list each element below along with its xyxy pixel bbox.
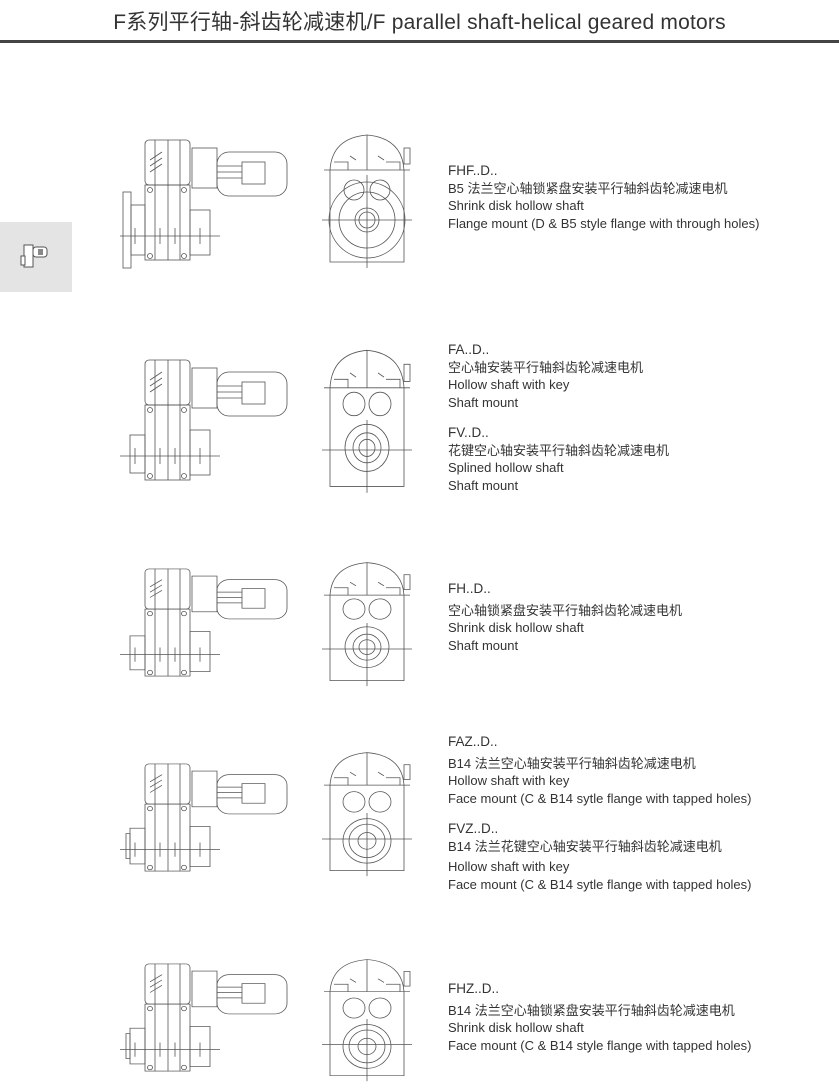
front-view-drawing-fa <box>322 349 412 493</box>
section-tab[interactable] <box>0 222 72 292</box>
model-code: FA..D.. <box>448 342 490 357</box>
model-code: FHZ..D.. <box>448 981 499 996</box>
header-divider <box>0 40 839 43</box>
description-fhz: FHZ..D.. B14 法兰空心轴锁紧盘安装平行轴斜齿轮减速电机 Shrink… <box>448 980 752 1054</box>
front-view-drawing-fhf <box>322 134 412 268</box>
shaft-type: Splined hollow shaft <box>448 460 564 475</box>
shaft-type: Hollow shaft with key <box>448 377 570 392</box>
chinese-description: 花键空心轴安装平行轴斜齿轮减速电机 <box>448 442 670 458</box>
shaft-type: Shrink disk hollow shaft <box>448 620 584 635</box>
shaft-type: Shrink disk hollow shaft <box>448 1020 584 1035</box>
mount-type: Face mount (C & B14 sytle flange with ta… <box>448 790 752 806</box>
chinese-description: B14 法兰花键空心轴安装平行轴斜齿轮减速电机 <box>448 838 722 854</box>
shaft-type: Hollow shaft with key <box>448 859 570 874</box>
mount-type: Face mount (C & B14 sytle flange with ta… <box>448 876 752 892</box>
mount-type: Face mount (C & B14 style flange with ta… <box>448 1037 752 1053</box>
mount-type: Shaft mount <box>448 477 519 493</box>
chinese-description: B14 法兰空心轴锁紧盘安装平行轴斜齿轮减速电机 <box>448 1002 735 1018</box>
model-code: FVZ..D.. <box>448 821 499 836</box>
side-view-drawing-fa <box>120 359 288 481</box>
side-view-drawing-fhz <box>120 963 288 1072</box>
side-view-drawing-fhf <box>120 139 288 269</box>
description-fh: FH..D.. 空心轴锁紧盘安装平行轴斜齿轮减速电机 Shrink disk h… <box>448 580 682 654</box>
model-code: FH..D.. <box>448 581 491 596</box>
front-view-drawing-fh <box>322 562 412 687</box>
mount-type: Flange mount (D & B5 style flange with t… <box>448 215 760 231</box>
gear-motor-icon <box>20 244 48 268</box>
side-view-drawing-fh <box>120 568 288 677</box>
side-view-drawing-faz <box>120 763 288 872</box>
front-view-drawing-fhz <box>322 959 412 1082</box>
description-faz: FAZ..D.. B14 法兰空心轴安装平行轴斜齿轮减速电机 Hollow sh… <box>448 733 752 893</box>
mount-type: Shaft mount <box>448 637 519 653</box>
shaft-type: Hollow shaft with key <box>448 773 570 788</box>
front-view-drawing-faz <box>322 752 412 877</box>
mount-type: Shaft mount <box>448 394 519 410</box>
chinese-description: B5 法兰空心轴锁紧盘安装平行轴斜齿轮减速电机 <box>448 180 728 196</box>
model-code: FV..D.. <box>448 425 489 440</box>
description-fa: FA..D.. 空心轴安装平行轴斜齿轮减速电机 Hollow shaft wit… <box>448 341 669 494</box>
model-code: FHF..D.. <box>448 163 498 178</box>
shaft-type: Shrink disk hollow shaft <box>448 198 584 213</box>
chinese-description: 空心轴锁紧盘安装平行轴斜齿轮减速电机 <box>448 602 683 618</box>
page-title: F系列平行轴-斜齿轮减速机/F parallel shaft-helical g… <box>113 11 726 34</box>
chinese-description: 空心轴安装平行轴斜齿轮减速电机 <box>448 359 644 375</box>
chinese-description: B14 法兰空心轴安装平行轴斜齿轮减速电机 <box>448 755 696 771</box>
model-code: FAZ..D.. <box>448 734 498 749</box>
description-fhf: FHF..D.. B5 法兰空心轴锁紧盘安装平行轴斜齿轮减速电机 Shrink … <box>448 162 759 232</box>
